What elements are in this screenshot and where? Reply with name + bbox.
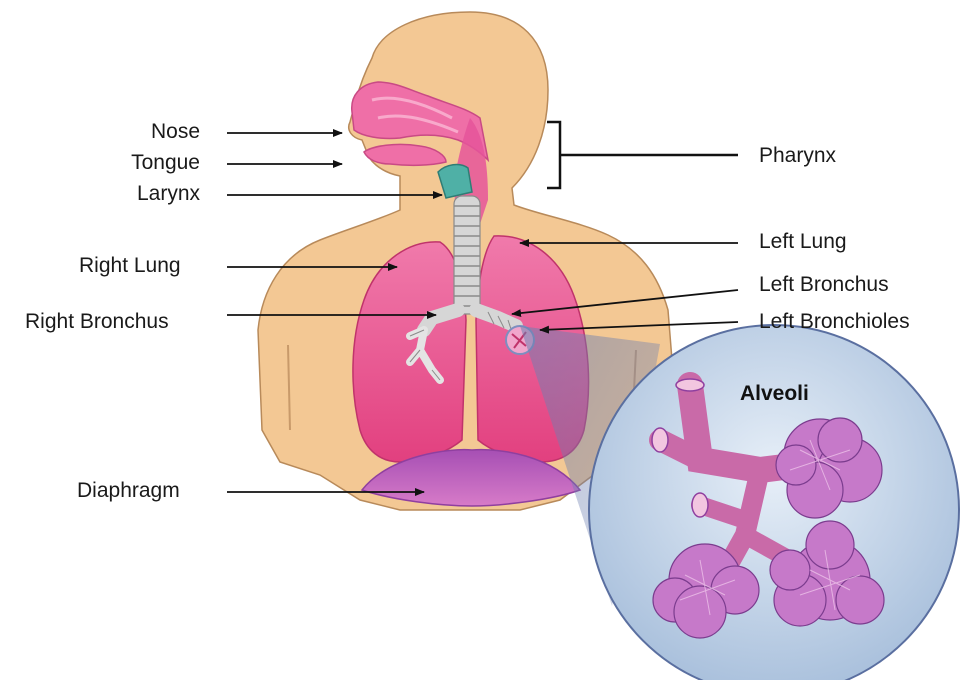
pharynx-label: Pharynx (759, 145, 836, 166)
diaphragm-label: Diaphragm (77, 480, 180, 501)
right-bronchus-label: Right Bronchus (25, 311, 169, 332)
left-bronchus-label: Left Bronchus (759, 274, 889, 295)
right-lung-label: Right Lung (79, 255, 181, 276)
nose-label: Nose (151, 121, 200, 142)
alveoli-label: Alveoli (740, 383, 809, 404)
alveoli-inset (589, 325, 959, 680)
larynx-label: Larynx (137, 183, 200, 204)
left-bronchioles-label: Left Bronchioles (759, 311, 910, 332)
trachea (454, 196, 480, 314)
pharynx-bracket (547, 122, 738, 188)
left-lung-label: Left Lung (759, 231, 847, 252)
tongue-label: Tongue (131, 152, 200, 173)
